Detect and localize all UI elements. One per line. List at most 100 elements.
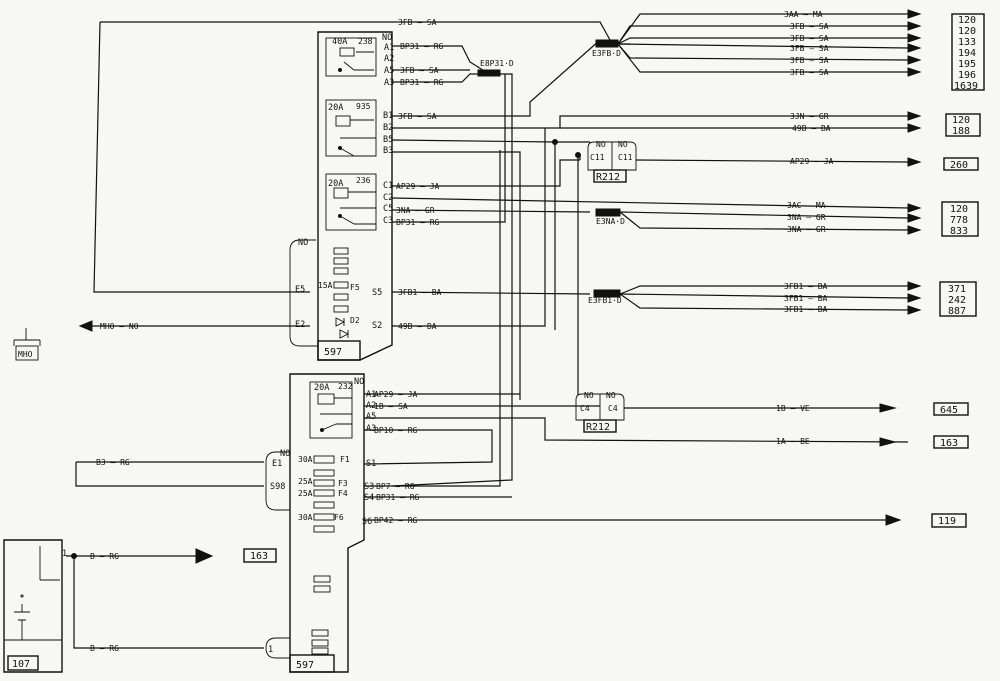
svg-text:F3: F3 (338, 479, 348, 488)
svg-text:F4: F4 (338, 489, 348, 498)
svg-text:3NA — GR: 3NA — GR (787, 213, 826, 222)
svg-text:3FB — SA: 3FB — SA (790, 68, 829, 77)
svg-text:B2: B2 (383, 123, 393, 133)
svg-text:887: 887 (948, 306, 966, 317)
svg-text:25A: 25A (298, 477, 313, 486)
svg-text:NO: NO (382, 33, 392, 43)
svg-text:AP29 — JA: AP29 — JA (374, 390, 418, 399)
svg-text:20A: 20A (328, 103, 343, 113)
svg-text:A1: A1 (384, 43, 394, 53)
svg-text:260: 260 (950, 160, 968, 171)
svg-text:163: 163 (250, 551, 268, 562)
ground-mho: MHO (13, 328, 41, 361)
svg-text:C11: C11 (618, 153, 633, 162)
svg-text:C2: C2 (383, 193, 393, 203)
svg-text:BP31 — RG: BP31 — RG (400, 42, 444, 51)
svg-text:188: 188 (952, 126, 970, 137)
svg-text:778: 778 (950, 215, 968, 226)
svg-text:3FB1 — BA: 3FB1 — BA (398, 288, 442, 297)
svg-text:30A: 30A (298, 455, 313, 464)
right-wires-g2: 3JN — GR 49B — BA (560, 111, 922, 133)
svg-text:25A: 25A (298, 489, 313, 498)
svg-text:833: 833 (950, 226, 968, 237)
svg-text:S3: S3 (364, 482, 374, 492)
svg-text:BP10 — RG: BP10 — RG (374, 426, 418, 435)
svg-text:F1: F1 (340, 455, 350, 464)
fuse-block-top: 15A F5 D2 (318, 247, 360, 339)
svg-text:194: 194 (958, 48, 976, 59)
battery-107: 107 1 B — RG B — RG 163 (3, 539, 277, 673)
svg-text:1: 1 (268, 645, 273, 655)
svg-text:S5: S5 (372, 288, 382, 298)
svg-text:B — RG: B — RG (90, 552, 119, 561)
svg-text:C4: C4 (608, 404, 618, 413)
ref-group-4: 120 778 833 (941, 201, 979, 237)
svg-text:20A: 20A (314, 383, 329, 393)
relay-coil-1 (339, 47, 355, 57)
svg-text:935: 935 (356, 102, 371, 111)
svg-text:D2: D2 (350, 316, 360, 325)
ref-boxes-right: 120 120 133 194 195 196 1639 120 188 260… (931, 13, 985, 528)
svg-text:S98: S98 (270, 482, 285, 492)
svg-text:3FB — SA: 3FB — SA (790, 56, 829, 65)
connector-r212-top: NO NO C11 C11 R212 AP29 — JA (575, 140, 922, 395)
svg-text:107: 107 (12, 659, 30, 670)
ref-group-5: 371 242 887 (939, 281, 977, 317)
relay-coil-bottom (317, 393, 335, 405)
svg-text:F6: F6 (334, 513, 344, 522)
svg-text:B3 — RG: B3 — RG (96, 458, 130, 467)
svg-text:BP31 — RG: BP31 — RG (400, 78, 444, 87)
svg-text:3NA — GR: 3NA — GR (396, 206, 435, 215)
top-wires: 3FB — SA BP31 — RG 3FB — SA BP31 — RG E8… (78, 18, 911, 487)
svg-text:B5: B5 (383, 135, 393, 145)
svg-text:R212: R212 (586, 422, 610, 433)
svg-text:232: 232 (338, 382, 353, 391)
svg-text:NO: NO (606, 391, 616, 400)
svg-text:E5: E5 (295, 285, 305, 295)
svg-text:3JN — GR: 3JN — GR (790, 112, 829, 121)
svg-text:49B — BA: 49B — BA (398, 322, 437, 331)
svg-text:1: 1 (62, 549, 67, 559)
svg-text:236: 236 (356, 176, 371, 185)
right-wires-g1: 3AA — MA 3FB — SA 3FB — SA 3FB — SA 3FB … (784, 9, 922, 77)
svg-text:B3: B3 (383, 146, 393, 156)
svg-text:1B — SA: 1B — SA (374, 402, 408, 411)
svg-text:BP7 — RG: BP7 — RG (376, 482, 415, 491)
relay-coil-2 (335, 115, 351, 127)
svg-text:1A — BE: 1A — BE (776, 437, 810, 446)
svg-text:R212: R212 (596, 172, 620, 183)
svg-text:196: 196 (958, 70, 976, 81)
svg-text:S2: S2 (372, 321, 382, 331)
svg-text:3FB — SA: 3FB — SA (790, 34, 829, 43)
svg-text:C3: C3 (383, 216, 393, 226)
svg-text:1B — VE: 1B — VE (776, 404, 810, 413)
svg-text:AP29 — JA: AP29 — JA (790, 157, 834, 166)
unit-top-pins: A1 A2 A5 A3 B1 B2 B5 B3 C1 C2 C5 C3 S5 S… (295, 43, 394, 331)
unit-bottom-id: 597 (296, 660, 314, 671)
svg-text:MHO: MHO (18, 350, 33, 359)
unit-top-id: 597 (324, 347, 342, 358)
svg-text:A1: A1 (366, 390, 376, 400)
ref-group-3: 260 (943, 157, 979, 171)
svg-text:3FB — SA: 3FB — SA (400, 66, 439, 75)
svg-text:3NA — GR: 3NA — GR (787, 225, 826, 234)
svg-text:30A: 30A (298, 513, 313, 522)
svg-text:NO: NO (584, 391, 594, 400)
svg-text:MH0 — NO: MH0 — NO (100, 322, 139, 331)
svg-text:49B — BA: 49B — BA (792, 124, 831, 133)
ref-group-7: 163 (933, 435, 969, 449)
relay-coil-3 (333, 187, 349, 199)
svg-text:120: 120 (952, 115, 970, 126)
svg-text:F5: F5 (350, 283, 360, 292)
ref-group-2: 120 188 (945, 113, 981, 137)
svg-text:NO: NO (596, 140, 606, 149)
svg-text:A3: A3 (384, 78, 394, 88)
svg-text:B1: B1 (383, 111, 393, 121)
svg-text:20A: 20A (328, 179, 343, 189)
bottom-wires: AP29 — JA 1B — SA BP10 — RG BP7 — RG BP3… (75, 150, 909, 526)
svg-text:3FB1 — BA: 3FB1 — BA (784, 305, 828, 314)
svg-text:E3FB1·D: E3FB1·D (588, 296, 622, 305)
svg-text:A5: A5 (366, 412, 376, 422)
svg-text:120: 120 (950, 204, 968, 215)
